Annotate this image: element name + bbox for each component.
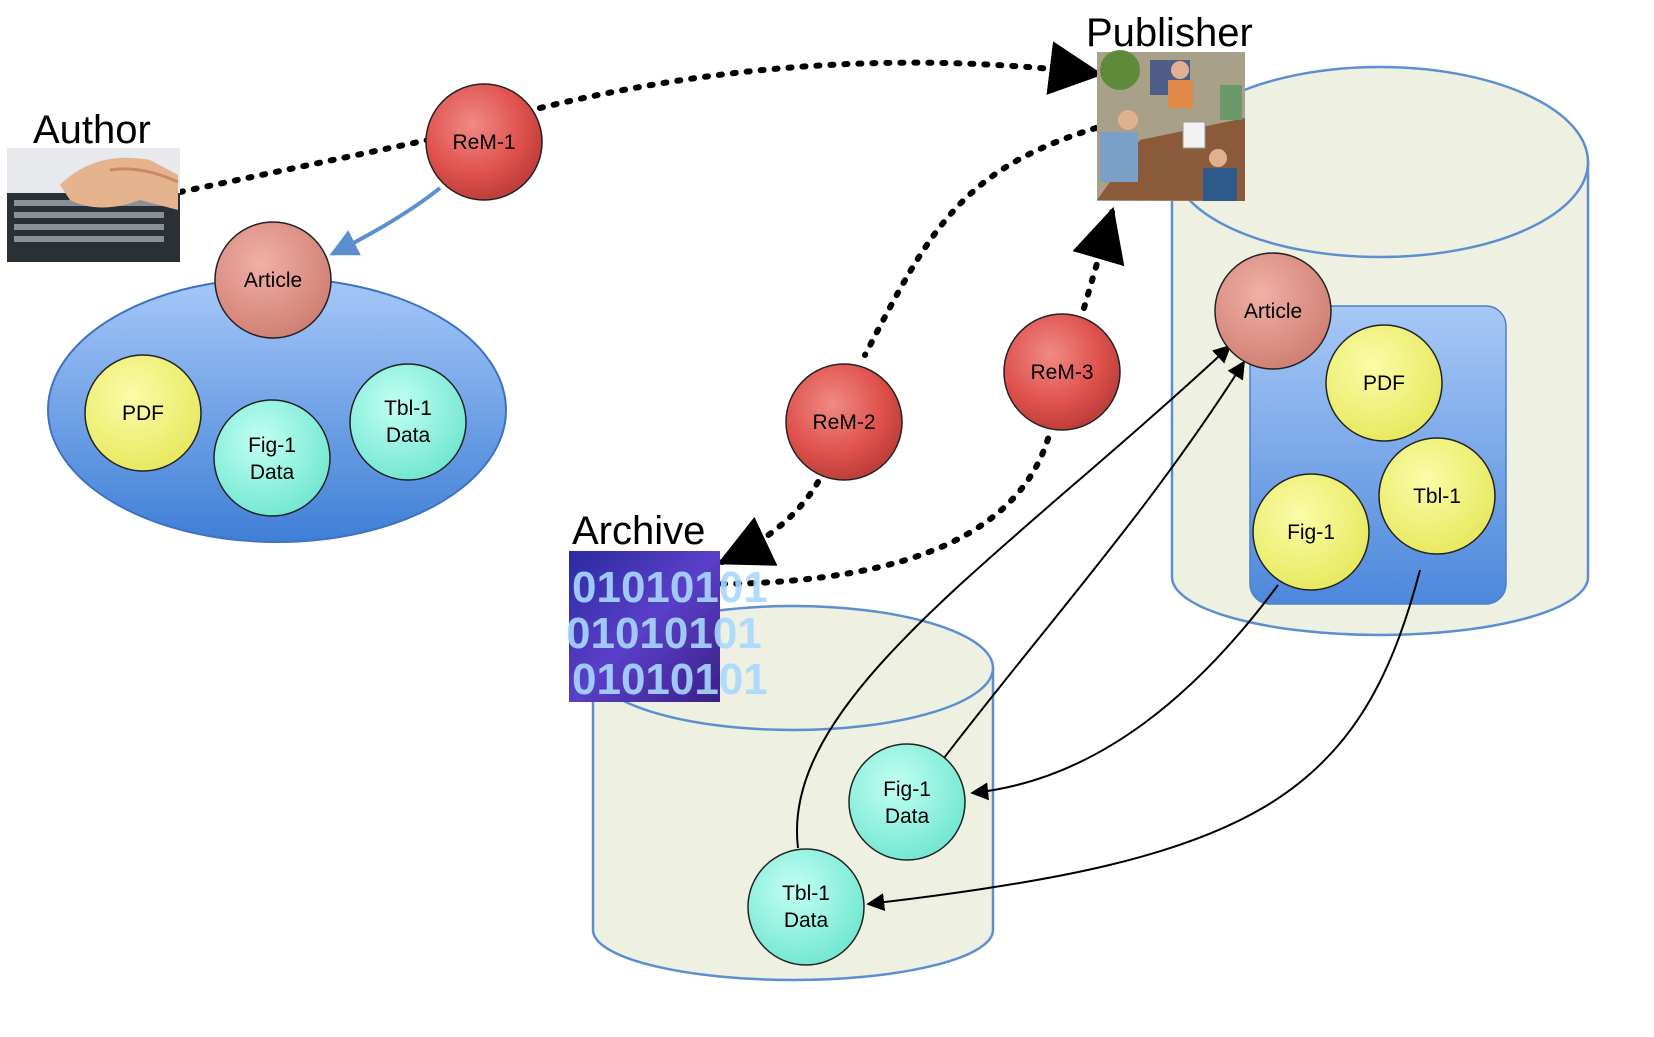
archive-digits-row-2: 01010101 [566,609,762,658]
solid-links [795,344,1421,912]
rem3-node[interactable]: ReM-3 [1003,313,1121,431]
rem1-node[interactable]: ReM-1 [425,83,543,201]
fig1data-to-publisher-article-link [943,360,1245,759]
dotted-connections [177,41,1125,587]
tbl1data-to-publisher-article-link [795,344,1232,849]
author-article-label: Article [244,269,302,292]
author-tbl1-data-label-line2: Data [386,424,431,447]
author-tbl1-data-label-line1: Tbl-1 [384,397,432,420]
publisher-article-label: Article [1244,300,1302,323]
archive-label: Archive [572,509,705,553]
author-article-node[interactable]: Article [214,221,332,339]
author-keyboard-photo [7,148,180,262]
publisher-label: Publisher [1086,11,1253,55]
author-fig1-data-label-line1: Fig-1 [248,434,296,457]
archive-digits-row-3: 01010101 [572,655,768,704]
rem3-label: ReM-3 [1030,361,1093,384]
publisher-fig1-label: Fig-1 [1287,521,1335,544]
archive-digits-row-1: 01010101 [572,563,768,612]
rem1-label: ReM-1 [452,131,515,154]
author-pdf-node[interactable]: PDF [84,354,202,472]
author-to-rem1-dotted-line [177,137,431,195]
publisher-pdf-node[interactable]: PDF [1325,324,1443,442]
archive-fig1-data-label-line1: Fig-1 [883,778,931,801]
fig1-to-archive-fig1data-link [970,584,1279,801]
publisher-meeting-image [1097,50,1245,201]
publisher-fig1-node[interactable]: Fig-1 [1252,473,1370,591]
archive-tbl1-data-label-line1: Tbl-1 [782,882,830,905]
publisher-pdf-label: PDF [1363,372,1405,395]
publisher-tbl1-node[interactable]: Tbl-1 [1378,437,1496,555]
rem1-to-publisher-dotted-line [537,41,1104,111]
author-fig1-data-node[interactable]: Fig-1 Data [213,399,331,517]
rem2-label: ReM-2 [812,411,875,434]
tbl1-to-archive-tbl1data-link [866,569,1421,912]
author-tbl1-data-node[interactable]: Tbl-1 Data [349,363,467,481]
rem2-node[interactable]: ReM-2 [785,363,903,481]
archive-binary-image: 01010101 01010101 01010101 [566,551,768,704]
publisher-article-node[interactable]: Article [1214,252,1332,370]
archive-fig1-data-node[interactable]: Fig-1 Data [848,743,966,861]
publisher-tbl1-label: Tbl-1 [1413,485,1461,508]
rem3-to-publisher-dotted-line [1072,206,1125,311]
author-pdf-label: PDF [122,402,164,425]
publisher-to-rem2-dotted-line [862,125,1099,358]
author-label: Author [33,108,151,152]
rem1-to-article-arrow [329,186,442,256]
archive-tbl1-data-node[interactable]: Tbl-1 Data [747,848,865,966]
archive-to-rem3-dotted-line [719,429,1053,587]
archive-fig1-data-label-line2: Data [885,805,930,828]
rem2-to-archive-dotted-line [717,479,821,566]
archive-tbl1-data-label-line2: Data [784,909,829,932]
author-fig1-data-label-line2: Data [250,461,295,484]
